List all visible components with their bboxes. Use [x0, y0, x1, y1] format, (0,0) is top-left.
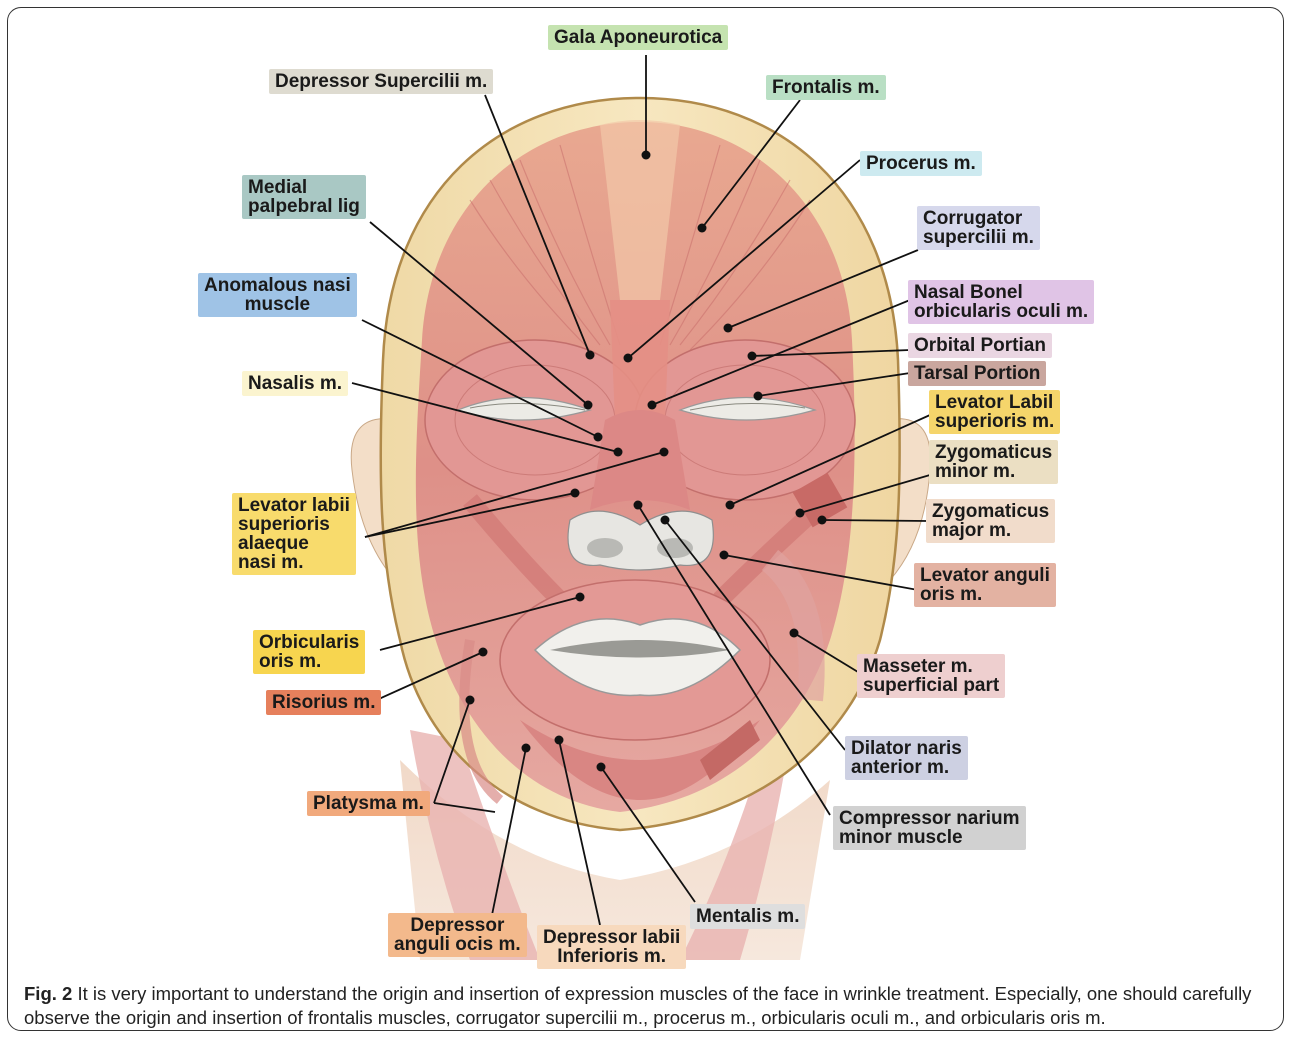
label-frontalis: Frontalis m.	[766, 75, 886, 100]
figure-caption: Fig. 2 It is very important to understan…	[24, 982, 1264, 1030]
label-orbicularis-oris: Orbicularis oris m.	[253, 630, 365, 674]
label-risorius: Risorius m.	[266, 690, 381, 715]
label-tarsal-portion: Tarsal Portion	[908, 361, 1046, 386]
label-dilator-naris: Dilator naris anterior m.	[845, 736, 968, 780]
label-anomalous-nasi: Anomalous nasi muscle	[198, 273, 357, 317]
caption-figure-number: Fig. 2	[24, 983, 72, 1004]
label-levator-labii-alaeque: Levator labii superioris alaeque nasi m.	[232, 493, 356, 575]
label-zygomaticus-minor: Zygomaticus minor m.	[929, 440, 1058, 484]
label-gala-aponeurotica: Gala Aponeurotica	[548, 25, 728, 50]
caption-text: It is very important to understand the o…	[24, 983, 1251, 1028]
label-depressor-labii: Depressor labii Inferioris m.	[537, 925, 686, 969]
label-compressor-narium: Compressor narium minor muscle	[833, 806, 1026, 850]
label-zygomaticus-major: Zygomaticus major m.	[926, 499, 1055, 543]
label-depressor-anguli: Depressor anguli ocis m.	[388, 913, 527, 957]
label-mentalis: Mentalis m.	[690, 904, 805, 929]
label-masseter: Masseter m. superficial part	[857, 654, 1005, 698]
label-orbital-portian: Orbital Portian	[908, 333, 1052, 358]
nose-muscle	[590, 410, 690, 510]
label-corrugator-supercilii: Corrugator supercilii m.	[917, 206, 1040, 250]
label-depressor-supercilii: Depressor Supercilii m.	[269, 69, 493, 94]
label-nasalis: Nasalis m.	[242, 371, 348, 396]
label-medial-palpebral-lig: Medial palpebral lig	[242, 175, 366, 219]
label-levator-labil-superioris: Levator Labil superioris m.	[929, 390, 1060, 434]
label-nasal-bonel: Nasal Bonel orbicularis oculi m.	[908, 280, 1094, 324]
label-levator-anguli-oris: Levator anguli oris m.	[914, 563, 1056, 607]
label-procerus: Procerus m.	[860, 151, 982, 176]
label-platysma: Platysma m.	[307, 791, 430, 816]
